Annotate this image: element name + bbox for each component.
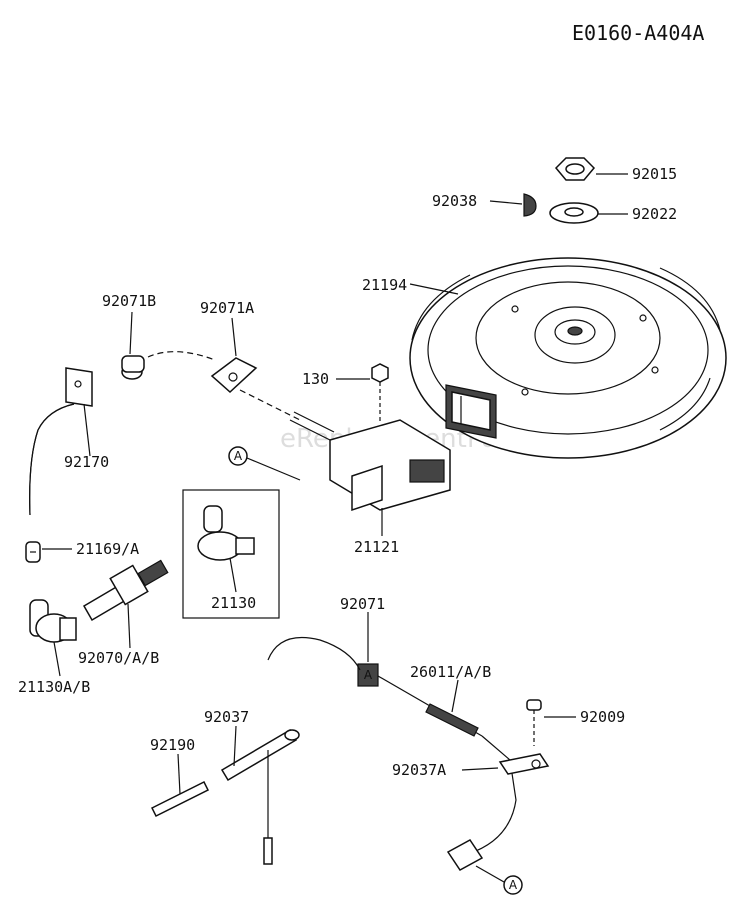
clamp-92071[interactable]: A — [357, 663, 379, 687]
plug-cap-21130ab[interactable] — [29, 599, 77, 643]
coil-21121[interactable] — [289, 411, 451, 512]
label-plug-cap[interactable]: 21130 — [211, 594, 256, 612]
nut-92015[interactable] — [554, 157, 596, 181]
lead-plug-cap — [446, 839, 484, 871]
leader-ref-a-top — [246, 457, 301, 481]
label-bracket[interactable]: 92170 — [64, 453, 109, 471]
wire-92037[interactable] — [220, 728, 300, 865]
dashed-route-2 — [239, 389, 301, 421]
svg-text:A: A — [364, 668, 373, 682]
label-nut[interactable]: 92015 — [632, 165, 677, 183]
leader-ref-a-bottom — [475, 865, 505, 883]
leader-wire — [233, 725, 237, 767]
key-92038[interactable] — [523, 193, 537, 217]
leader-clip — [231, 317, 237, 357]
diagram-code: E0160-A404A — [572, 21, 704, 45]
label-cap[interactable]: 92071B — [102, 292, 156, 310]
svg-text:A: A — [234, 449, 243, 463]
label-key[interactable]: 92038 — [432, 192, 477, 210]
label-screw-92009[interactable]: 92009 — [580, 708, 625, 726]
label-lead[interactable]: 26011/A/B — [410, 663, 491, 681]
label-coil[interactable]: 21121 — [354, 538, 399, 556]
label-clip[interactable]: 92071A — [200, 299, 254, 317]
dashed-route-1 — [147, 351, 216, 361]
clip-92071a[interactable] — [210, 357, 258, 394]
bracket-92170[interactable] — [29, 367, 93, 516]
wire-upper — [267, 636, 361, 671]
label-spark-plug[interactable]: 92070/A/B — [78, 649, 159, 667]
svg-text:A: A — [509, 878, 518, 892]
washer-92022[interactable] — [549, 202, 599, 224]
leader-spark-plug — [127, 603, 131, 649]
label-tube[interactable]: 92190 — [150, 736, 195, 754]
leader-lead — [451, 679, 459, 713]
spark-plug[interactable] — [82, 559, 169, 622]
label-flywheel[interactable]: 21194 — [362, 276, 407, 294]
terminal-21169[interactable] — [25, 541, 41, 563]
ref-marker-a-bottom: A — [503, 875, 523, 895]
box-21130 — [182, 489, 280, 619]
ref-marker-a-top: A — [228, 446, 248, 466]
label-terminal[interactable]: 21169/A — [76, 540, 139, 558]
screw-130[interactable] — [371, 363, 389, 422]
label-washer[interactable]: 92022 — [632, 205, 677, 223]
label-plug-cap-ab[interactable]: 21130A/B — [18, 678, 90, 696]
leader-flywheel — [409, 283, 459, 295]
label-screw[interactable]: 130 — [302, 370, 329, 388]
leader-clamp-a — [461, 767, 499, 771]
screw-92009[interactable] — [526, 699, 542, 746]
lead-26011[interactable] — [377, 675, 517, 855]
label-wire[interactable]: 92037 — [204, 708, 249, 726]
cap-92071b[interactable] — [121, 355, 145, 380]
leader-plug-cap — [229, 557, 237, 593]
plug-cap-21130[interactable] — [197, 505, 255, 561]
label-clamp-a[interactable]: 92037A — [392, 761, 446, 779]
leader-key — [489, 200, 523, 205]
leader-plug-cap-ab — [53, 641, 61, 677]
flywheel-21194[interactable] — [409, 257, 727, 459]
leader-cap — [129, 311, 133, 355]
leader-tube — [177, 753, 181, 795]
label-clamp[interactable]: 92071 — [340, 595, 385, 613]
clamp-92037a[interactable] — [498, 753, 550, 775]
tube-92190[interactable] — [150, 780, 210, 818]
leader-bracket — [83, 403, 91, 457]
